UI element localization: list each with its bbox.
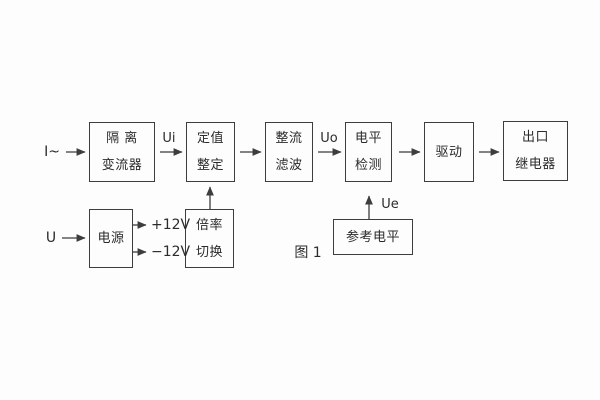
label-input-voltage: U xyxy=(45,230,57,246)
block-label: 出口 xyxy=(521,130,549,145)
block-label: 隔 离 xyxy=(106,131,138,146)
block-reference-level: 参考电平 xyxy=(333,219,413,255)
label-uo: Uo xyxy=(320,131,338,146)
block-label: 参考电平 xyxy=(345,229,400,245)
block-label: 整流 xyxy=(275,131,303,146)
block-label: 变流器 xyxy=(101,158,143,173)
figure-caption: 图 1 xyxy=(294,245,322,261)
block-multiplier-switch: 倍率 切换 xyxy=(185,209,234,268)
label-plus-12v: +12V xyxy=(151,217,191,233)
label-ui: Ui xyxy=(162,131,176,146)
block-level-detection: 电平 检测 xyxy=(345,122,392,182)
label-ue: Ue xyxy=(381,197,399,212)
block-setting-adjustment: 定值 整定 xyxy=(186,122,235,182)
block-label: 继电器 xyxy=(515,157,556,172)
block-label: 倍率 xyxy=(195,217,223,233)
block-label: 整定 xyxy=(196,158,224,173)
block-rectifier-filter: 整流 滤波 xyxy=(265,122,313,182)
block-output-relay: 出口 继电器 xyxy=(503,121,568,181)
block-label: 驱动 xyxy=(435,144,463,160)
label-minus-12v: −12V xyxy=(151,244,191,260)
block-power-supply: 电源 xyxy=(89,209,133,268)
block-isolation-transformer: 隔 离 变流器 xyxy=(89,122,155,182)
block-label: 电平 xyxy=(354,131,382,146)
block-driver: 驱动 xyxy=(424,122,474,182)
block-label: 滤波 xyxy=(275,158,303,173)
block-label: 定值 xyxy=(196,131,224,146)
block-label: 切换 xyxy=(195,244,223,260)
block-label: 电源 xyxy=(97,231,125,246)
block-label: 检测 xyxy=(354,158,382,173)
label-input-current: I~ xyxy=(44,144,60,160)
